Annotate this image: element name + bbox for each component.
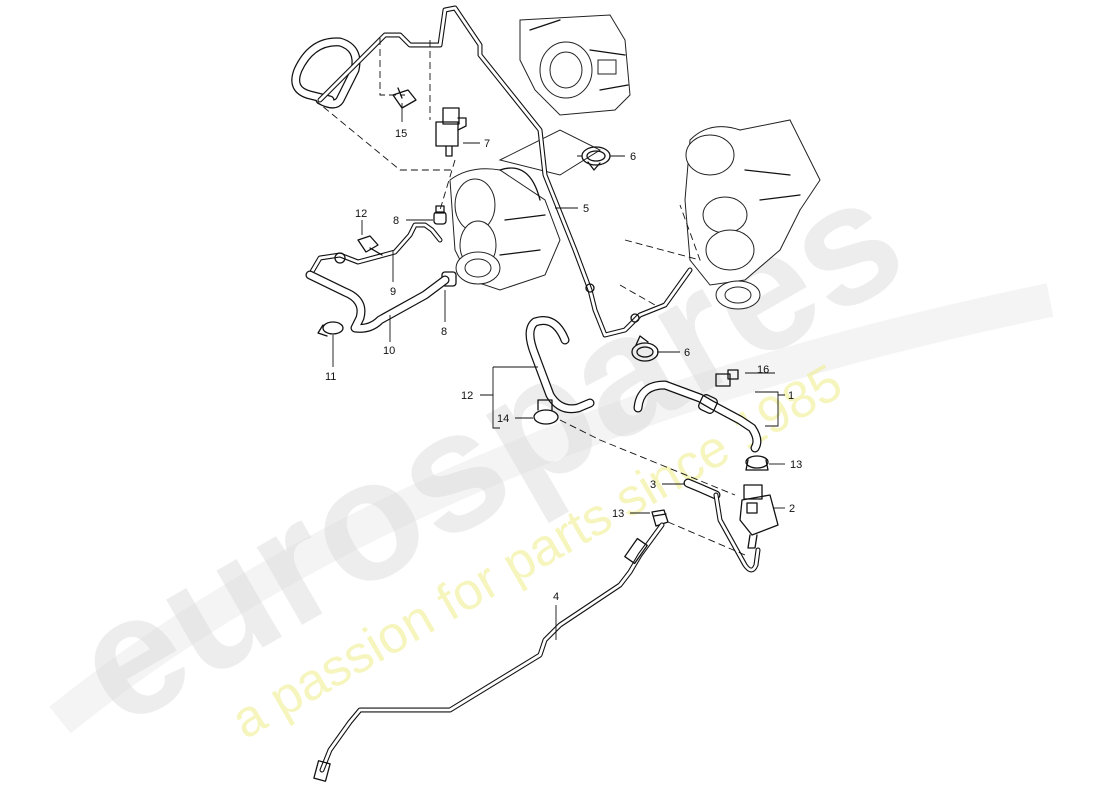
hose-10 [305, 270, 450, 333]
clip-12-left [357, 235, 383, 256]
callout-6-lower: 6 [684, 347, 690, 359]
pipe-9 [307, 222, 443, 278]
callout-12-left: 12 [355, 208, 367, 220]
pipe-valve-outlet [713, 492, 761, 573]
callout-7: 7 [484, 138, 490, 150]
callout-12-upper: 15 [395, 128, 407, 140]
callout-labels: 15 7 6 5 12 8 9 8 10 6 11 16 12 1 14 13 … [325, 128, 802, 603]
callout-11: 11 [325, 371, 336, 383]
callout-1: 1 [788, 390, 794, 402]
callout-3: 3 [650, 479, 656, 491]
callout-16: 16 [757, 364, 769, 376]
clamp-11 [317, 321, 344, 337]
clamp-13-upper [745, 455, 769, 471]
hose-upper-loop [291, 37, 361, 109]
leader-lines [332, 103, 785, 640]
right-turbocharger-illustration [684, 119, 821, 310]
clip-16 [715, 369, 739, 387]
callout-15: 14 [497, 413, 509, 425]
callout-13-upper: 13 [790, 459, 802, 471]
hose-3 [683, 478, 721, 500]
connector-8-upper [433, 205, 447, 225]
clamp-15 [533, 399, 559, 425]
callout-10: 10 [383, 345, 395, 357]
pipe-5 [317, 5, 693, 338]
hose-1 [633, 380, 762, 453]
callout-4: 4 [553, 591, 559, 603]
callout-9: 9 [390, 286, 396, 298]
clip-12-upper [392, 87, 417, 109]
callout-13-lower: 13 [612, 508, 624, 520]
valve-7 [435, 107, 467, 157]
pipe-4 [313, 522, 665, 782]
callout-5: 5 [583, 203, 589, 215]
throttle-body-illustration [519, 14, 631, 116]
callout-6-upper: 6 [630, 151, 636, 163]
valve-2 [739, 484, 779, 549]
callout-8-lower: 8 [441, 326, 447, 338]
left-turbocharger-illustration [449, 129, 602, 291]
callout-2: 2 [789, 503, 795, 515]
callout-14: 12 [461, 390, 473, 402]
reference-lines [314, 38, 746, 556]
callout-8-upper: 8 [393, 215, 399, 227]
hose-14 [525, 316, 595, 414]
